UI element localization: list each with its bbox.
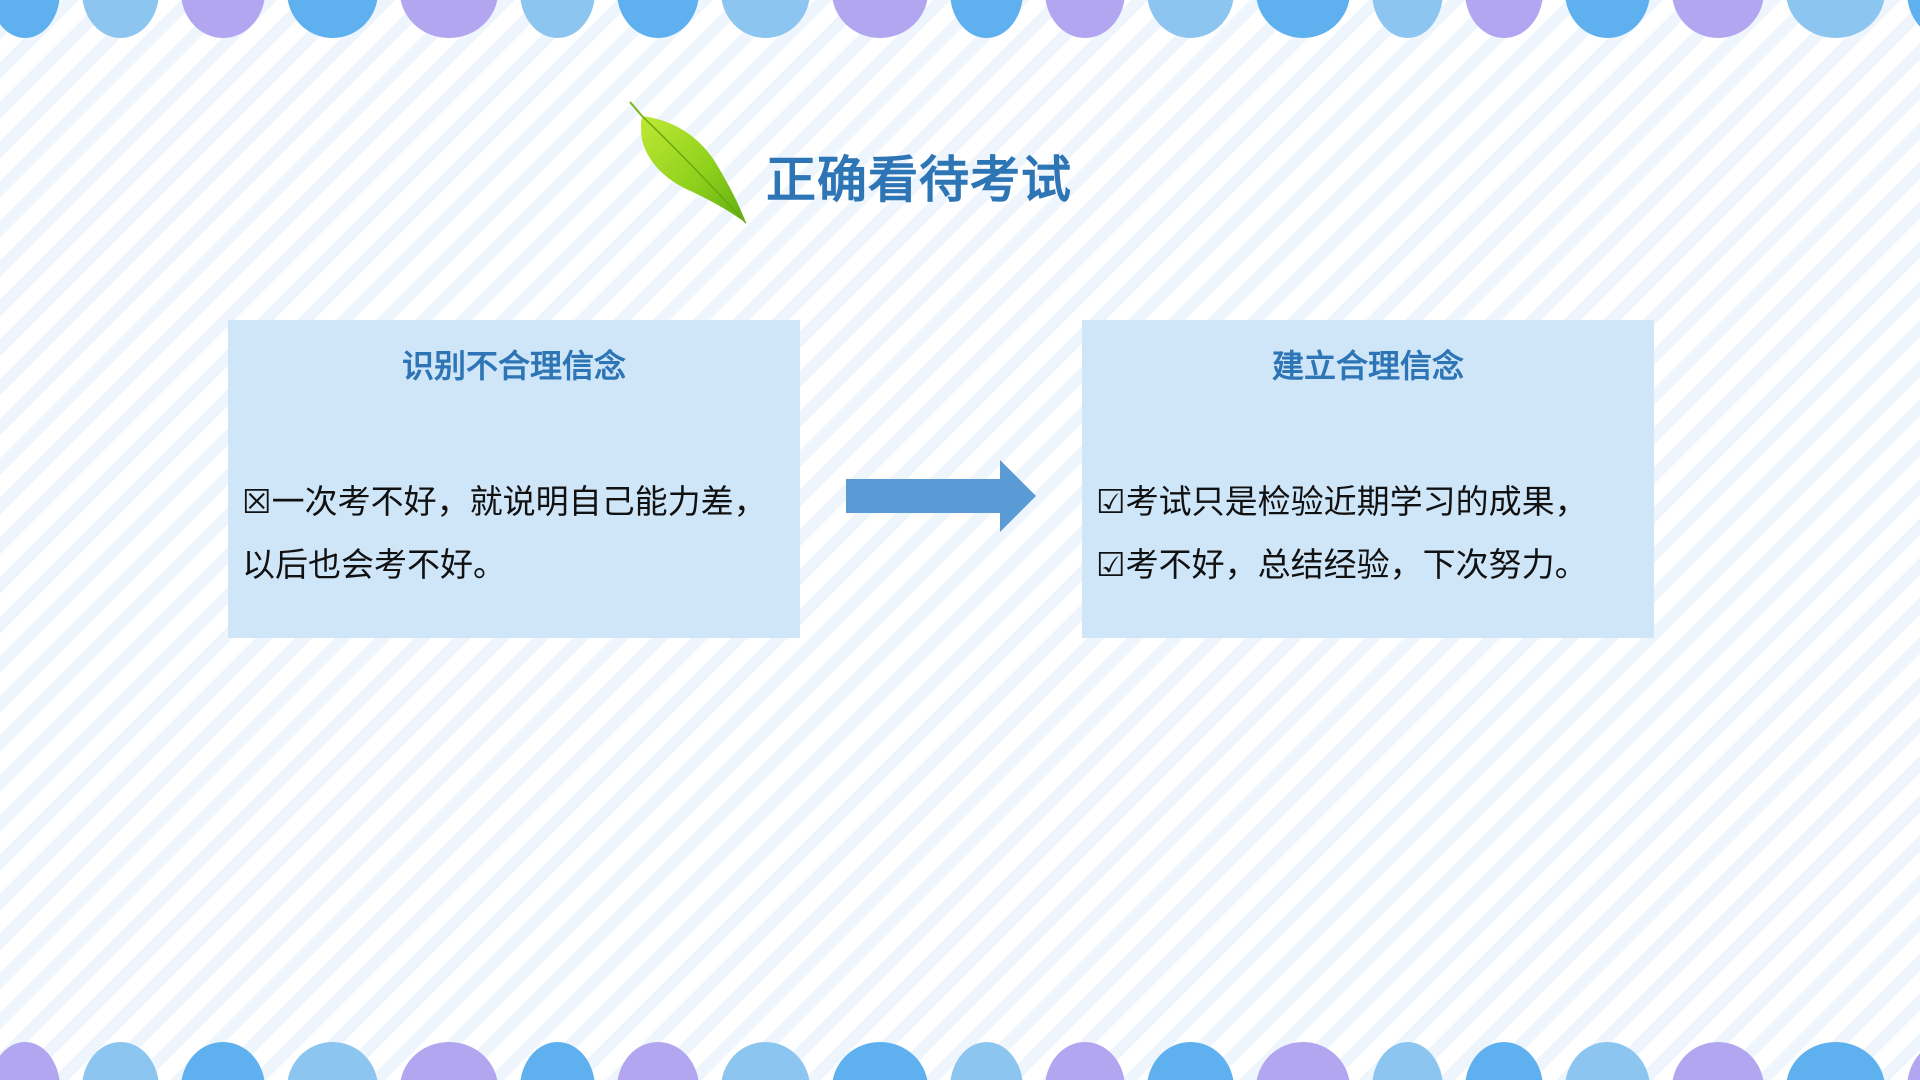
scallop xyxy=(1256,1042,1350,1080)
scallop xyxy=(832,0,928,38)
card-line: ☑考试只是检验近期学习的成果， xyxy=(1096,482,1588,521)
scallop xyxy=(617,1042,699,1080)
scallop xyxy=(1147,1042,1234,1080)
scallop xyxy=(1256,0,1350,38)
scallop xyxy=(1786,1042,1885,1080)
scallop xyxy=(950,1042,1023,1080)
card-line: 以后也会考不好。 xyxy=(242,545,506,584)
scallop xyxy=(832,1042,928,1080)
scallop xyxy=(1565,1042,1650,1080)
scallop xyxy=(0,0,60,38)
page-title: 正确看待考试 xyxy=(766,151,1072,209)
scallop xyxy=(1672,1042,1764,1080)
scallop xyxy=(950,0,1023,38)
scallop xyxy=(181,0,265,38)
scallop xyxy=(1565,0,1650,38)
scallop xyxy=(1907,1053,1920,1080)
scallop xyxy=(617,0,699,38)
scallop xyxy=(82,1042,159,1080)
scallop xyxy=(287,1042,378,1080)
top-scallop-border xyxy=(0,0,1920,38)
scallop xyxy=(721,1042,810,1080)
scallop xyxy=(400,1042,498,1080)
bottom-scallop-border xyxy=(0,1042,1920,1080)
scallop xyxy=(1372,0,1443,38)
rational-beliefs-card: 建立合理信念 ☑考试只是检验近期学习的成果， ☑考不好，总结经验，下次努力。 xyxy=(1082,320,1654,638)
scallop xyxy=(82,0,159,38)
scallop xyxy=(1465,0,1543,38)
scallop xyxy=(1907,0,1920,27)
scallop xyxy=(400,0,498,38)
scallop xyxy=(0,1042,60,1080)
scallop xyxy=(287,0,378,38)
card-line: ☑考不好，总结经验，下次努力。 xyxy=(1096,545,1588,584)
scallop xyxy=(520,0,595,38)
scallop xyxy=(1372,1042,1443,1080)
card-line: ☒一次考不好，就说明自己能力差， xyxy=(242,482,767,521)
scallop xyxy=(1045,0,1125,38)
card-heading: 建立合理信念 xyxy=(1271,347,1464,385)
scallop xyxy=(1465,1042,1543,1080)
card-heading: 识别不合理信念 xyxy=(401,347,626,385)
scallop xyxy=(1147,0,1234,38)
scallop xyxy=(520,1042,595,1080)
scallop xyxy=(721,0,810,38)
leaf-icon xyxy=(629,101,747,224)
scallop xyxy=(181,1042,265,1080)
scallop xyxy=(1672,0,1764,38)
irrational-beliefs-card: 识别不合理信念 ☒一次考不好，就说明自己能力差， 以后也会考不好。 xyxy=(228,320,800,638)
scallop xyxy=(1786,0,1885,38)
scallop xyxy=(1045,1042,1125,1080)
right-arrow-icon xyxy=(846,460,1036,532)
